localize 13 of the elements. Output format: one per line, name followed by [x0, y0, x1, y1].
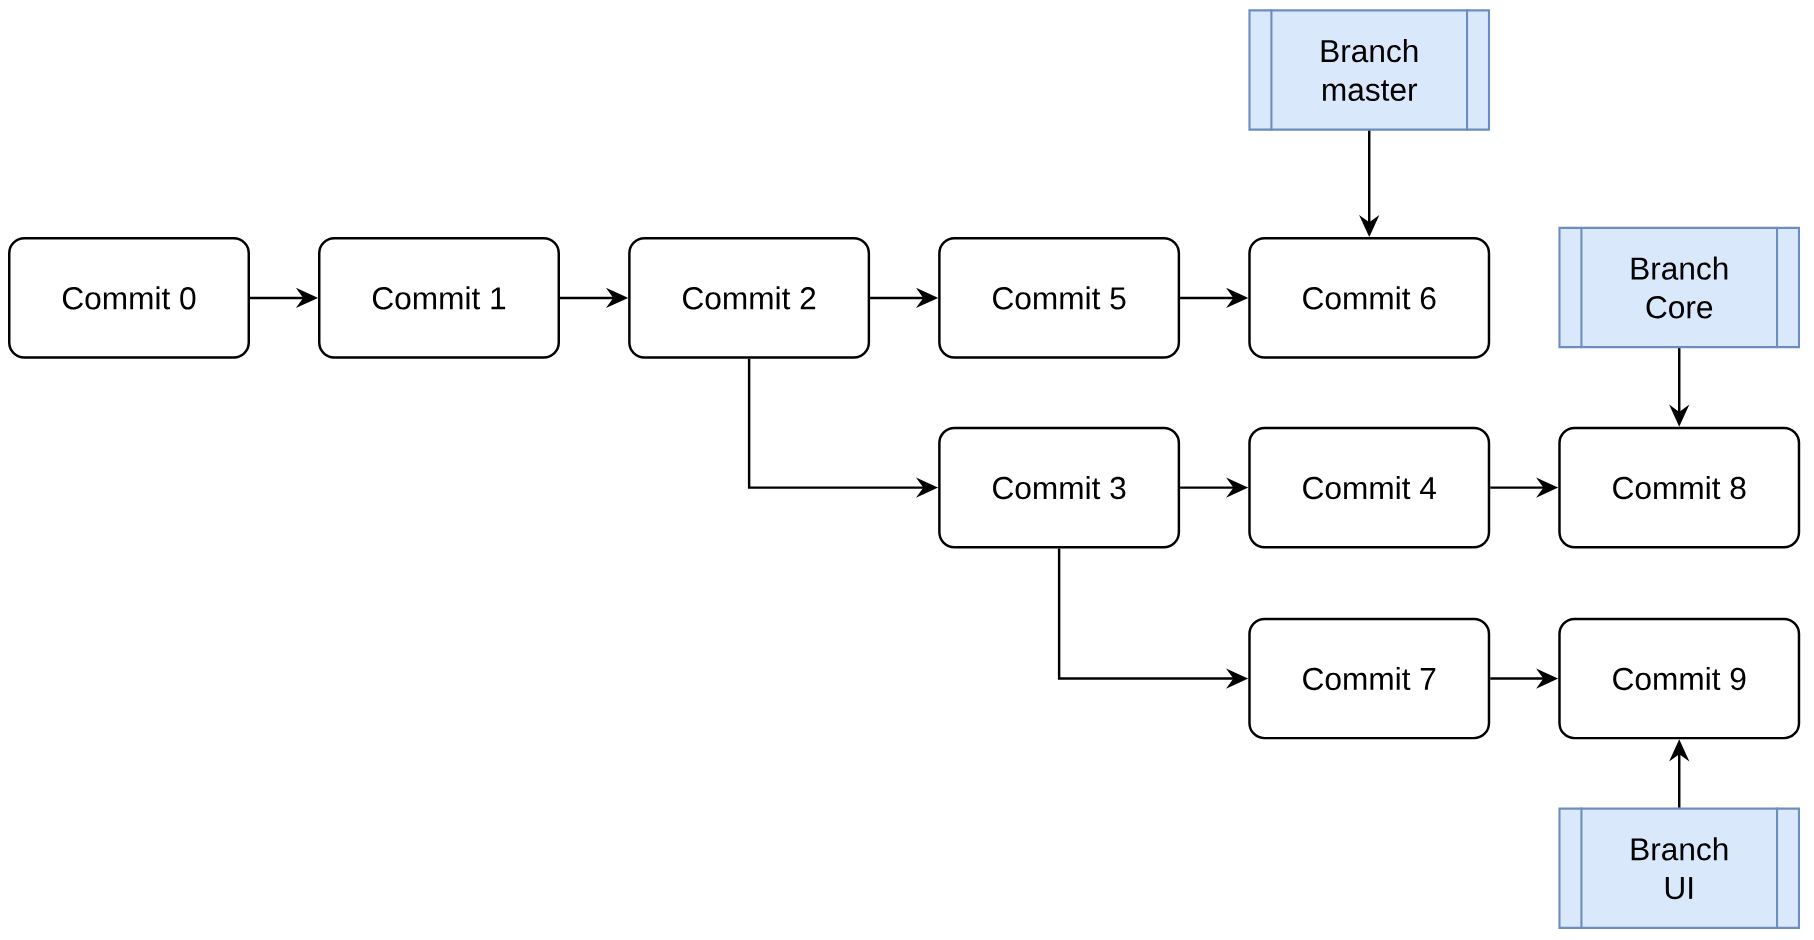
commit-box: Commit 2 [628, 237, 871, 359]
commit-box: Commit 4 [1248, 426, 1491, 549]
branch-box: Branch UI [1558, 807, 1801, 929]
commit-box: Commit 3 [938, 426, 1181, 549]
commit-box: Commit 0 [8, 237, 250, 359]
commit-box: Commit 8 [1558, 426, 1801, 549]
branch-box: Branch master [1248, 9, 1491, 131]
commit-box: Commit 7 [1248, 617, 1491, 740]
commit-box: Commit 5 [938, 237, 1181, 359]
commit-box: Commit 9 [1558, 617, 1801, 740]
branch-box: Branch Core [1558, 226, 1801, 349]
commit-box: Commit 6 [1248, 237, 1491, 359]
commit-box: Commit 1 [318, 237, 560, 359]
